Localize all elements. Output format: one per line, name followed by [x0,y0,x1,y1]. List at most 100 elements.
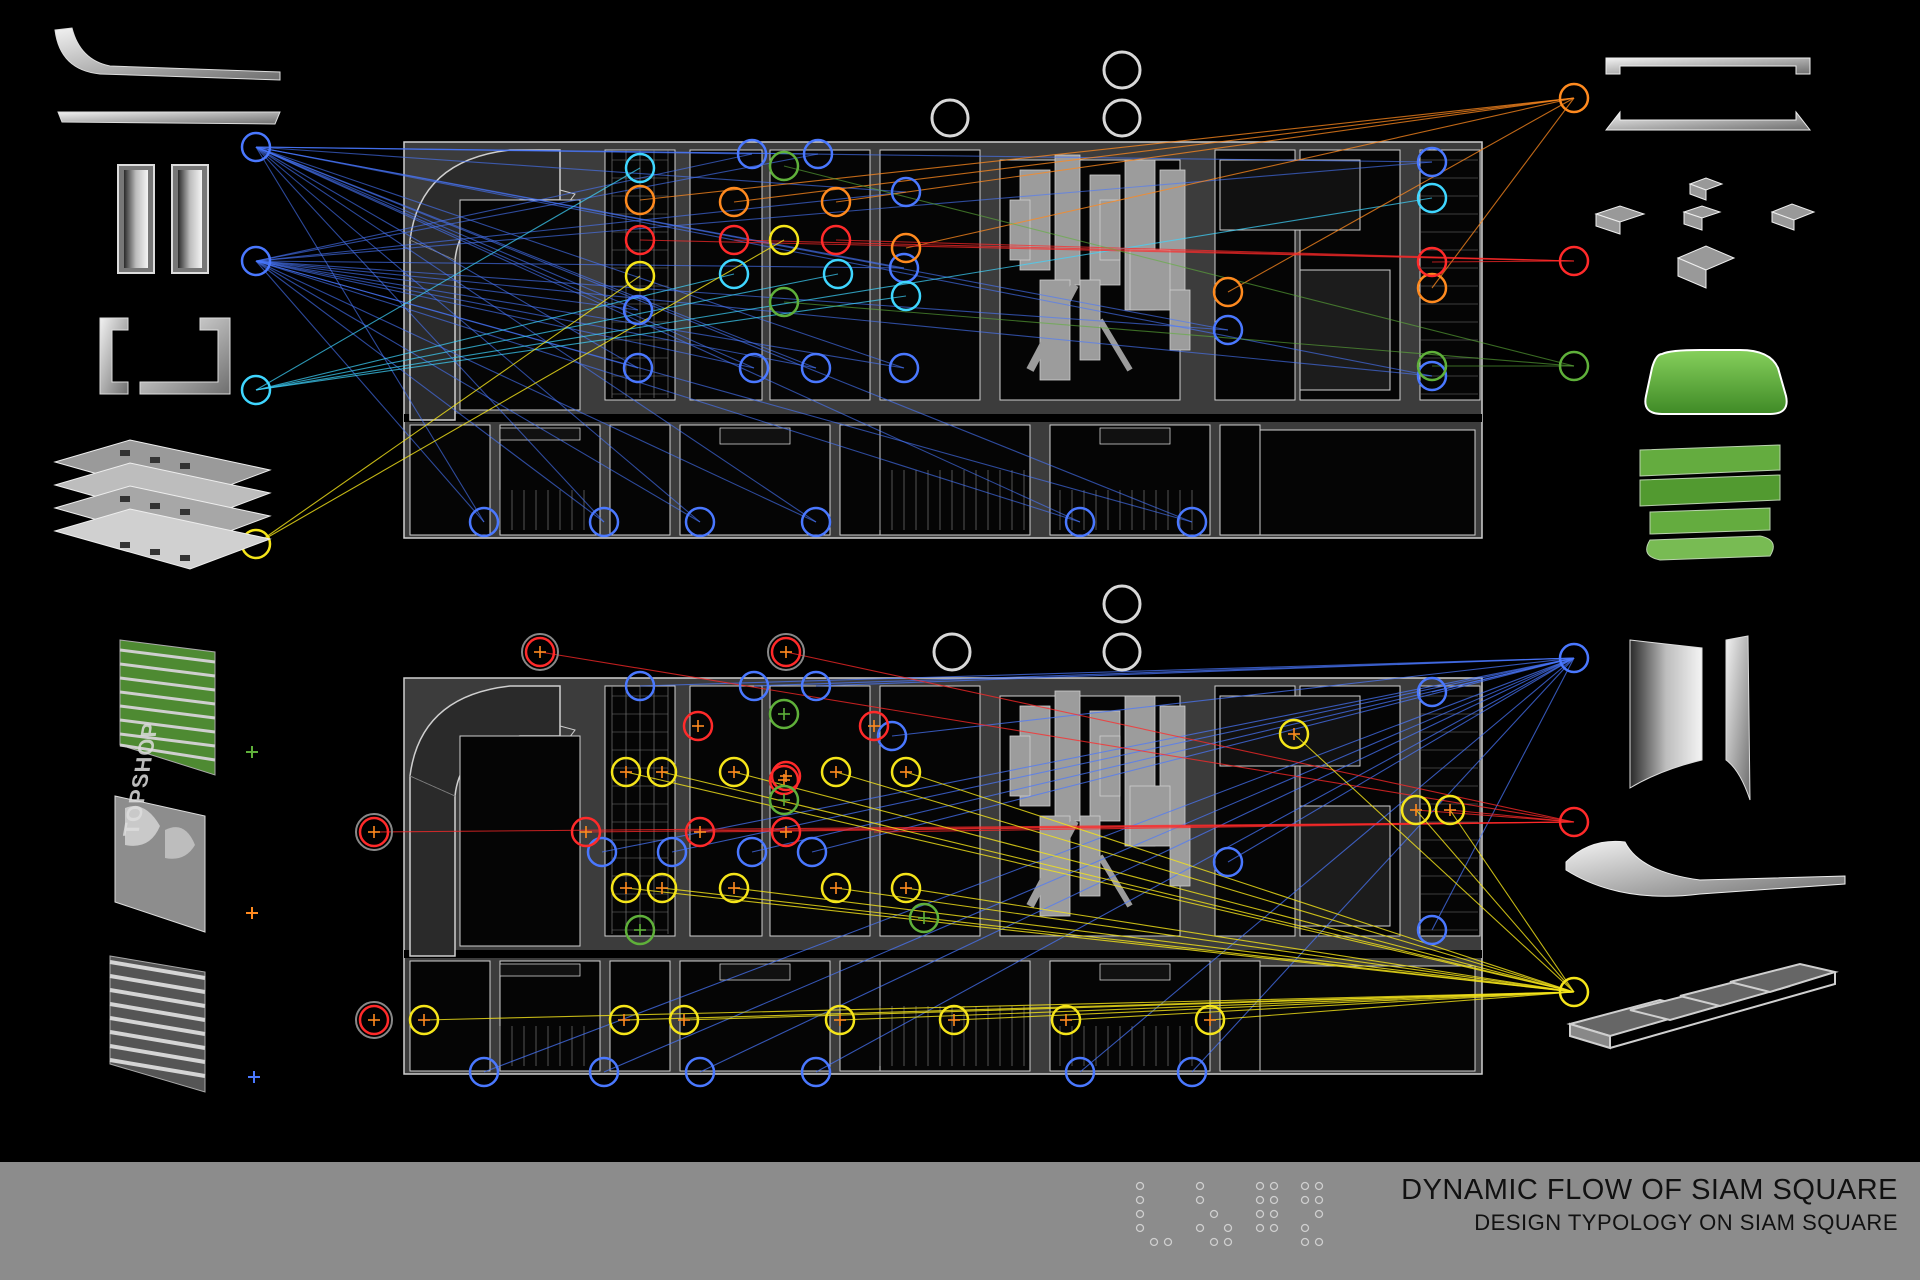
diagram-title: DYNAMIC FLOW OF SIAM SQUARE [1401,1174,1898,1206]
flow-line [255,260,817,523]
curved-canopy-icon [54,27,281,125]
signage-wall-icon [114,795,206,933]
flow-line [601,657,1575,853]
flow-line [255,191,907,262]
flow-line [1293,733,1575,993]
flow-node [1194,1004,1226,1036]
flow-node [718,756,750,788]
flow-node [610,872,642,904]
flow-node [1176,506,1208,538]
canopy-bar-icon [1604,57,1812,131]
flow-line [539,651,1575,823]
flow-line [625,771,1575,993]
flow-node [1434,794,1466,826]
flow-node [1400,794,1432,826]
flow-line [639,97,1575,201]
flow-node [656,836,688,868]
flow-node [876,720,908,752]
flow-node-ring [767,633,805,671]
flow-node [770,636,802,668]
flow-line [733,97,1575,203]
flow-line [683,991,1575,1021]
flow-line [255,167,641,391]
flow-line [873,821,1575,833]
flow-node [800,352,832,384]
flow-node [240,131,272,163]
flow-line [255,260,905,269]
flow-node [624,152,656,184]
flow-line [255,260,1229,331]
flow-node [1064,1056,1096,1088]
flow-line [255,153,819,262]
flow-line [255,146,485,523]
flow-node [1176,1056,1208,1088]
flow-node [800,1056,832,1088]
flow-node [822,258,854,290]
flow-line [835,771,1575,993]
flow-node [890,872,922,904]
flow-line [783,165,1575,367]
flow-line [1065,991,1575,1021]
flow-line [255,260,605,523]
flow-line [255,295,907,391]
flow-node-ring [355,813,393,851]
flow-node [800,506,832,538]
flow-line [255,146,1433,163]
flow-node [938,1004,970,1036]
flow-line [255,260,701,523]
flow-node [768,224,800,256]
flow-line [625,887,1575,993]
flow-node [608,1004,640,1036]
flow-line [255,260,1193,523]
flow-node [1212,314,1244,346]
flow-node [738,352,770,384]
flow-node [1278,718,1310,750]
flow-node [718,186,750,218]
green-louver-wall-icon [119,639,216,776]
flow-line [255,146,905,369]
flow-line [255,146,1193,523]
flow-node [890,176,922,208]
flow-line [255,146,1081,523]
flow-node [718,224,750,256]
flow-line [891,657,1575,737]
flow-line [255,146,701,523]
flow-line [815,657,1575,1073]
floor-plan-upper [403,141,1483,539]
flow-node [668,1004,700,1036]
title-footer: DYNAMIC FLOW OF SIAM SQUARE DESIGN TYPOL… [0,1162,1920,1280]
flow-node [1558,976,1590,1008]
flow-line [255,239,785,545]
flow-line [733,887,1575,993]
flow-node [684,1056,716,1088]
flow-node [820,224,852,256]
flow-node [1416,246,1448,278]
flow-line [255,161,1433,262]
flow-line [255,146,639,311]
flow-node [358,1004,390,1036]
flow-node [768,150,800,182]
flow-node [682,710,714,742]
flow-line [255,146,755,369]
green-rounded-block-icon [1644,349,1788,415]
flow-node-ring [355,1001,393,1039]
flow-line [255,260,1081,523]
flow-line [699,657,1575,1073]
flow-node [736,836,768,868]
flow-nodes [240,82,1590,1088]
flow-line [255,153,753,262]
flow-line [1079,657,1575,1073]
flow-node [622,352,654,384]
flow-line [255,260,817,369]
flow-node [624,260,656,292]
flow-node [768,784,800,816]
flow-line [423,991,1575,1021]
fin-pair-icon [117,164,209,274]
curved-wall-pair-icon [1629,635,1751,801]
curved-blade-icon [1565,840,1846,897]
flow-node [684,506,716,538]
flow-node [736,138,768,170]
flow-node [1416,360,1448,392]
flow-node [890,232,922,264]
flow-node [820,872,852,904]
